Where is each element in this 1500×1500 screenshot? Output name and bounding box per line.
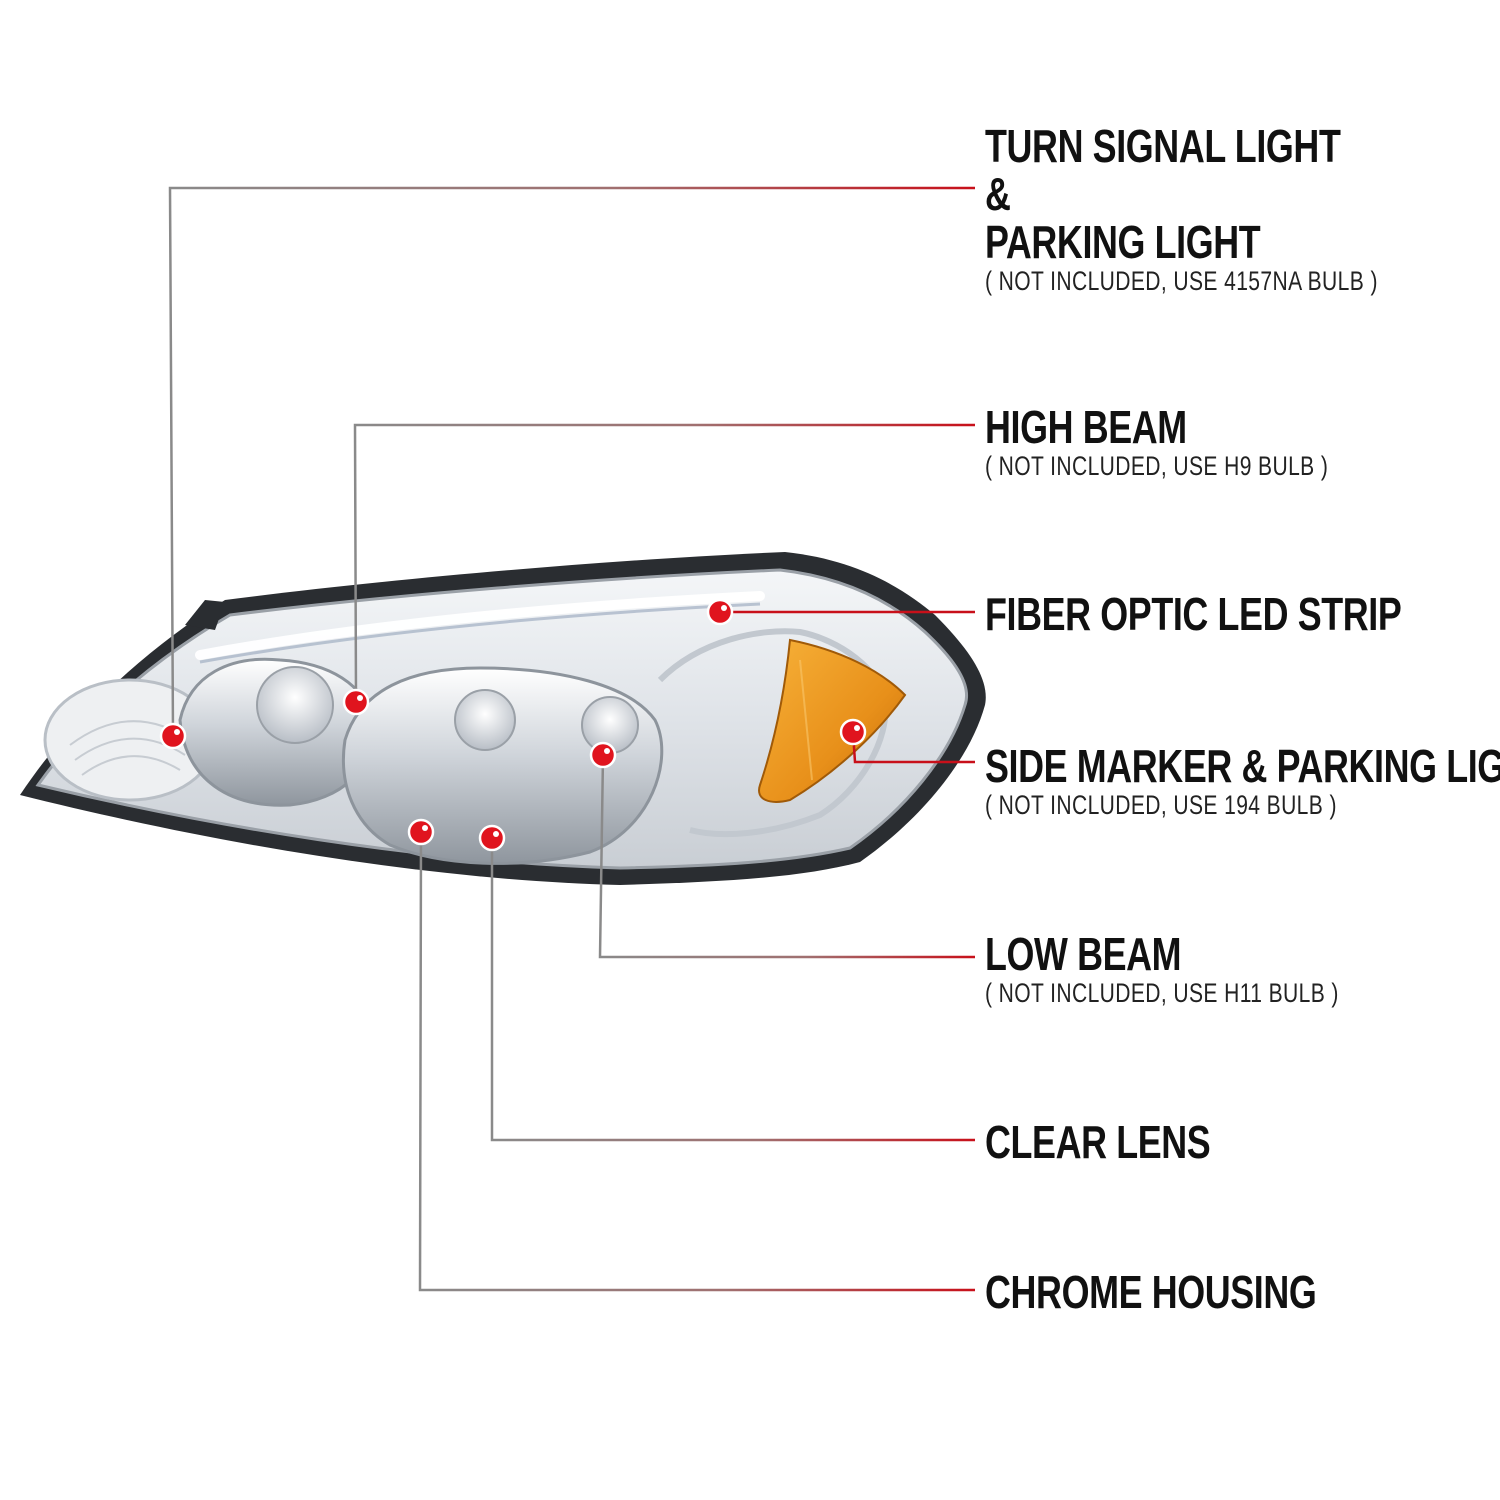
callout-high-beam: HIGH BEAM ( NOT INCLUDED, USE H9 BULB )	[985, 403, 1328, 481]
leader-chrome-housing	[418, 831, 975, 1292]
callout-side-marker: SIDE MARKER & PARKING LIGHT ( NOT INCLUD…	[985, 742, 1500, 820]
callout-turn-signal: TURN SIGNAL LIGHT & PARKING LIGHT ( NOT …	[985, 122, 1378, 296]
callout-note: ( NOT INCLUDED, USE 194 BULB )	[985, 790, 1337, 820]
callout-title-line: TURN SIGNAL LIGHT	[985, 120, 1341, 172]
callout-title-line: &	[985, 168, 1011, 220]
marker-turn-signal	[159, 722, 187, 750]
leader-turn-signal	[168, 186, 975, 737]
leader-clear-lens	[490, 838, 975, 1142]
marker-fiber-optic	[706, 598, 734, 626]
amber-side-marker	[758, 638, 907, 803]
callout-markers	[159, 598, 867, 852]
callout-fiber-optic: FIBER OPTIC LED STRIP	[985, 588, 1402, 640]
leader-low-beam	[598, 754, 975, 959]
marker-clear-lens	[478, 824, 506, 852]
callout-title-line: PARKING LIGHT	[985, 216, 1261, 268]
callout-note: ( NOT INCLUDED, USE 4157NA BULB )	[985, 266, 1378, 296]
callout-low-beam: LOW BEAM ( NOT INCLUDED, USE H11 BULB )	[985, 930, 1339, 1008]
marker-side-marker	[839, 718, 867, 746]
callout-title-line: CHROME HOUSING	[985, 1266, 1317, 1318]
marker-chrome-housing	[407, 818, 435, 846]
callout-title-line: CLEAR LENS	[985, 1116, 1211, 1168]
headlight-illustration	[20, 552, 986, 885]
callout-note: ( NOT INCLUDED, USE H9 BULB )	[985, 451, 1329, 481]
marker-high-beam	[342, 688, 370, 716]
callout-chrome-housing: CHROME HOUSING	[985, 1266, 1317, 1318]
callout-title-line: LOW BEAM	[985, 928, 1182, 980]
callout-title-line: HIGH BEAM	[985, 401, 1187, 453]
callout-clear-lens: CLEAR LENS	[985, 1116, 1211, 1168]
leader-high-beam	[353, 423, 975, 701]
leader-lines	[168, 186, 975, 1292]
callout-title-line: FIBER OPTIC LED STRIP	[985, 588, 1402, 640]
callout-title-line: SIDE MARKER & PARKING LIGHT	[985, 740, 1500, 792]
led-strip	[195, 591, 765, 660]
marker-low-beam	[589, 741, 617, 769]
callout-note: ( NOT INCLUDED, USE H11 BULB )	[985, 978, 1339, 1008]
